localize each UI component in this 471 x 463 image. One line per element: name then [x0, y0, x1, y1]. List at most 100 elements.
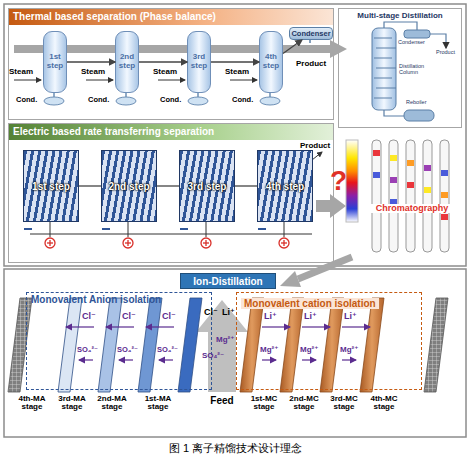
cation-membrane: [280, 298, 304, 392]
connector: [139, 61, 187, 62]
distillation-column: 1st step: [43, 31, 67, 93]
text-label: 2nd-MC stage: [284, 395, 324, 412]
chromatography-tube: [406, 140, 415, 252]
tray: [376, 88, 396, 89]
step-label: 4th step: [266, 181, 304, 192]
distillation-column: [372, 28, 396, 110]
minus-sign: [24, 228, 32, 230]
text-label: Cl⁻: [162, 312, 182, 321]
text-label: Condenser: [398, 40, 438, 46]
electrodialysis-stack: 2nd step: [101, 150, 157, 222]
ion-arrow: [119, 359, 133, 360]
cation-membrane: [360, 298, 384, 392]
text-label: Li⁺: [222, 308, 238, 317]
group-title: Monovalent cation isolation: [241, 298, 379, 309]
chromatography-tube: [389, 140, 398, 252]
tray: [374, 58, 392, 59]
wire: [284, 221, 285, 237]
tube-band: [390, 155, 397, 161]
connector: [67, 61, 115, 62]
connector: [211, 61, 259, 62]
anion-membrane: [98, 298, 122, 392]
condensate-tank: [260, 97, 280, 105]
distillation-column: 2nd step: [115, 31, 139, 93]
panel-title: Electric based rate transferring separat…: [9, 124, 333, 140]
anion-membrane: [138, 298, 162, 392]
tube-band: [441, 170, 448, 176]
tray: [376, 68, 396, 69]
electrodialysis-stack: 4th step: [257, 150, 313, 222]
steam-pipe: [86, 80, 113, 81]
color-band: [346, 140, 358, 222]
condenser-label: Condenser: [291, 29, 330, 38]
product-pipe: [312, 152, 322, 160]
ion-arrow: [106, 326, 134, 327]
tray: [374, 78, 392, 79]
text-label: Chromatography: [364, 204, 460, 213]
step-label: 1st step: [44, 53, 66, 71]
electrode-plate: [424, 298, 448, 392]
wire: [50, 221, 51, 237]
text-label: Li⁺: [344, 312, 362, 321]
text-label: 4th-MA stage: [12, 395, 52, 412]
anion-membrane: [178, 298, 202, 392]
tube-band: [424, 165, 431, 171]
connector: [157, 185, 179, 186]
wire: [128, 221, 129, 237]
cation-membrane: [320, 298, 344, 392]
panel-title: Thermal based separation (Phase balance): [9, 9, 333, 25]
step-label: 4th step: [260, 53, 282, 71]
text-label: Li⁺: [264, 312, 282, 321]
panel-title: Multi-stage Distillation: [339, 9, 461, 22]
text-label: 2nd-MA stage: [92, 395, 132, 412]
text-label: Product: [436, 50, 462, 56]
text-label: Cl⁻: [204, 308, 220, 317]
ion-arrow: [262, 326, 290, 327]
tube-band: [441, 214, 448, 220]
pipe: [430, 34, 446, 48]
tray: [374, 38, 392, 39]
connector: [235, 185, 257, 186]
text-label: Cond.: [16, 96, 42, 104]
electrodialysis-stack: 3rd step: [179, 150, 235, 222]
text-label: Li⁺: [304, 312, 322, 321]
wire: [206, 221, 207, 237]
tube-band: [424, 187, 431, 193]
tube-band: [441, 192, 448, 198]
plus-sign: [283, 240, 284, 246]
step-label: 1st step: [32, 181, 70, 192]
text-label: 4th-MC stage: [364, 395, 404, 412]
minus-sign: [180, 228, 188, 230]
electrode-terminal: [45, 238, 55, 248]
step-label: 3rd step: [188, 181, 227, 192]
condenser-box: Condenser: [289, 27, 333, 40]
group-box: Monovalent cation isolation: [236, 292, 422, 390]
steam-pipe: [158, 80, 185, 81]
condenser-symbol: [404, 30, 430, 38]
group-box: Monovalent Anion isolation: [26, 292, 212, 390]
flow-arrow: [298, 257, 352, 279]
plus-sign: [127, 240, 128, 246]
text-label: SO₄²⁻: [157, 346, 185, 354]
distillation-column: 3rd step: [187, 31, 211, 93]
text-label: Product: [300, 142, 334, 150]
steam-pipe: [14, 80, 41, 81]
ion-arrow: [66, 326, 94, 327]
distillation-column: 4th step: [259, 31, 283, 93]
text-label: Steam: [153, 68, 183, 76]
ion-arrow: [79, 359, 93, 360]
text-label: Cl⁻: [122, 312, 142, 321]
chromatography-tube: [372, 140, 381, 252]
tube-band: [407, 182, 414, 188]
caption: 图 1 离子精馏技术设计理念: [0, 443, 471, 455]
wire: [30, 234, 312, 235]
box-title: Ion-Distillation: [193, 276, 262, 287]
step-label: 2nd step: [108, 181, 149, 192]
text-label: SO₄²⁻: [202, 352, 230, 360]
connector: [79, 185, 101, 186]
electrodialysis-stack: 1st step: [23, 150, 79, 222]
plus-sign: [49, 240, 50, 246]
frame: [4, 4, 466, 266]
